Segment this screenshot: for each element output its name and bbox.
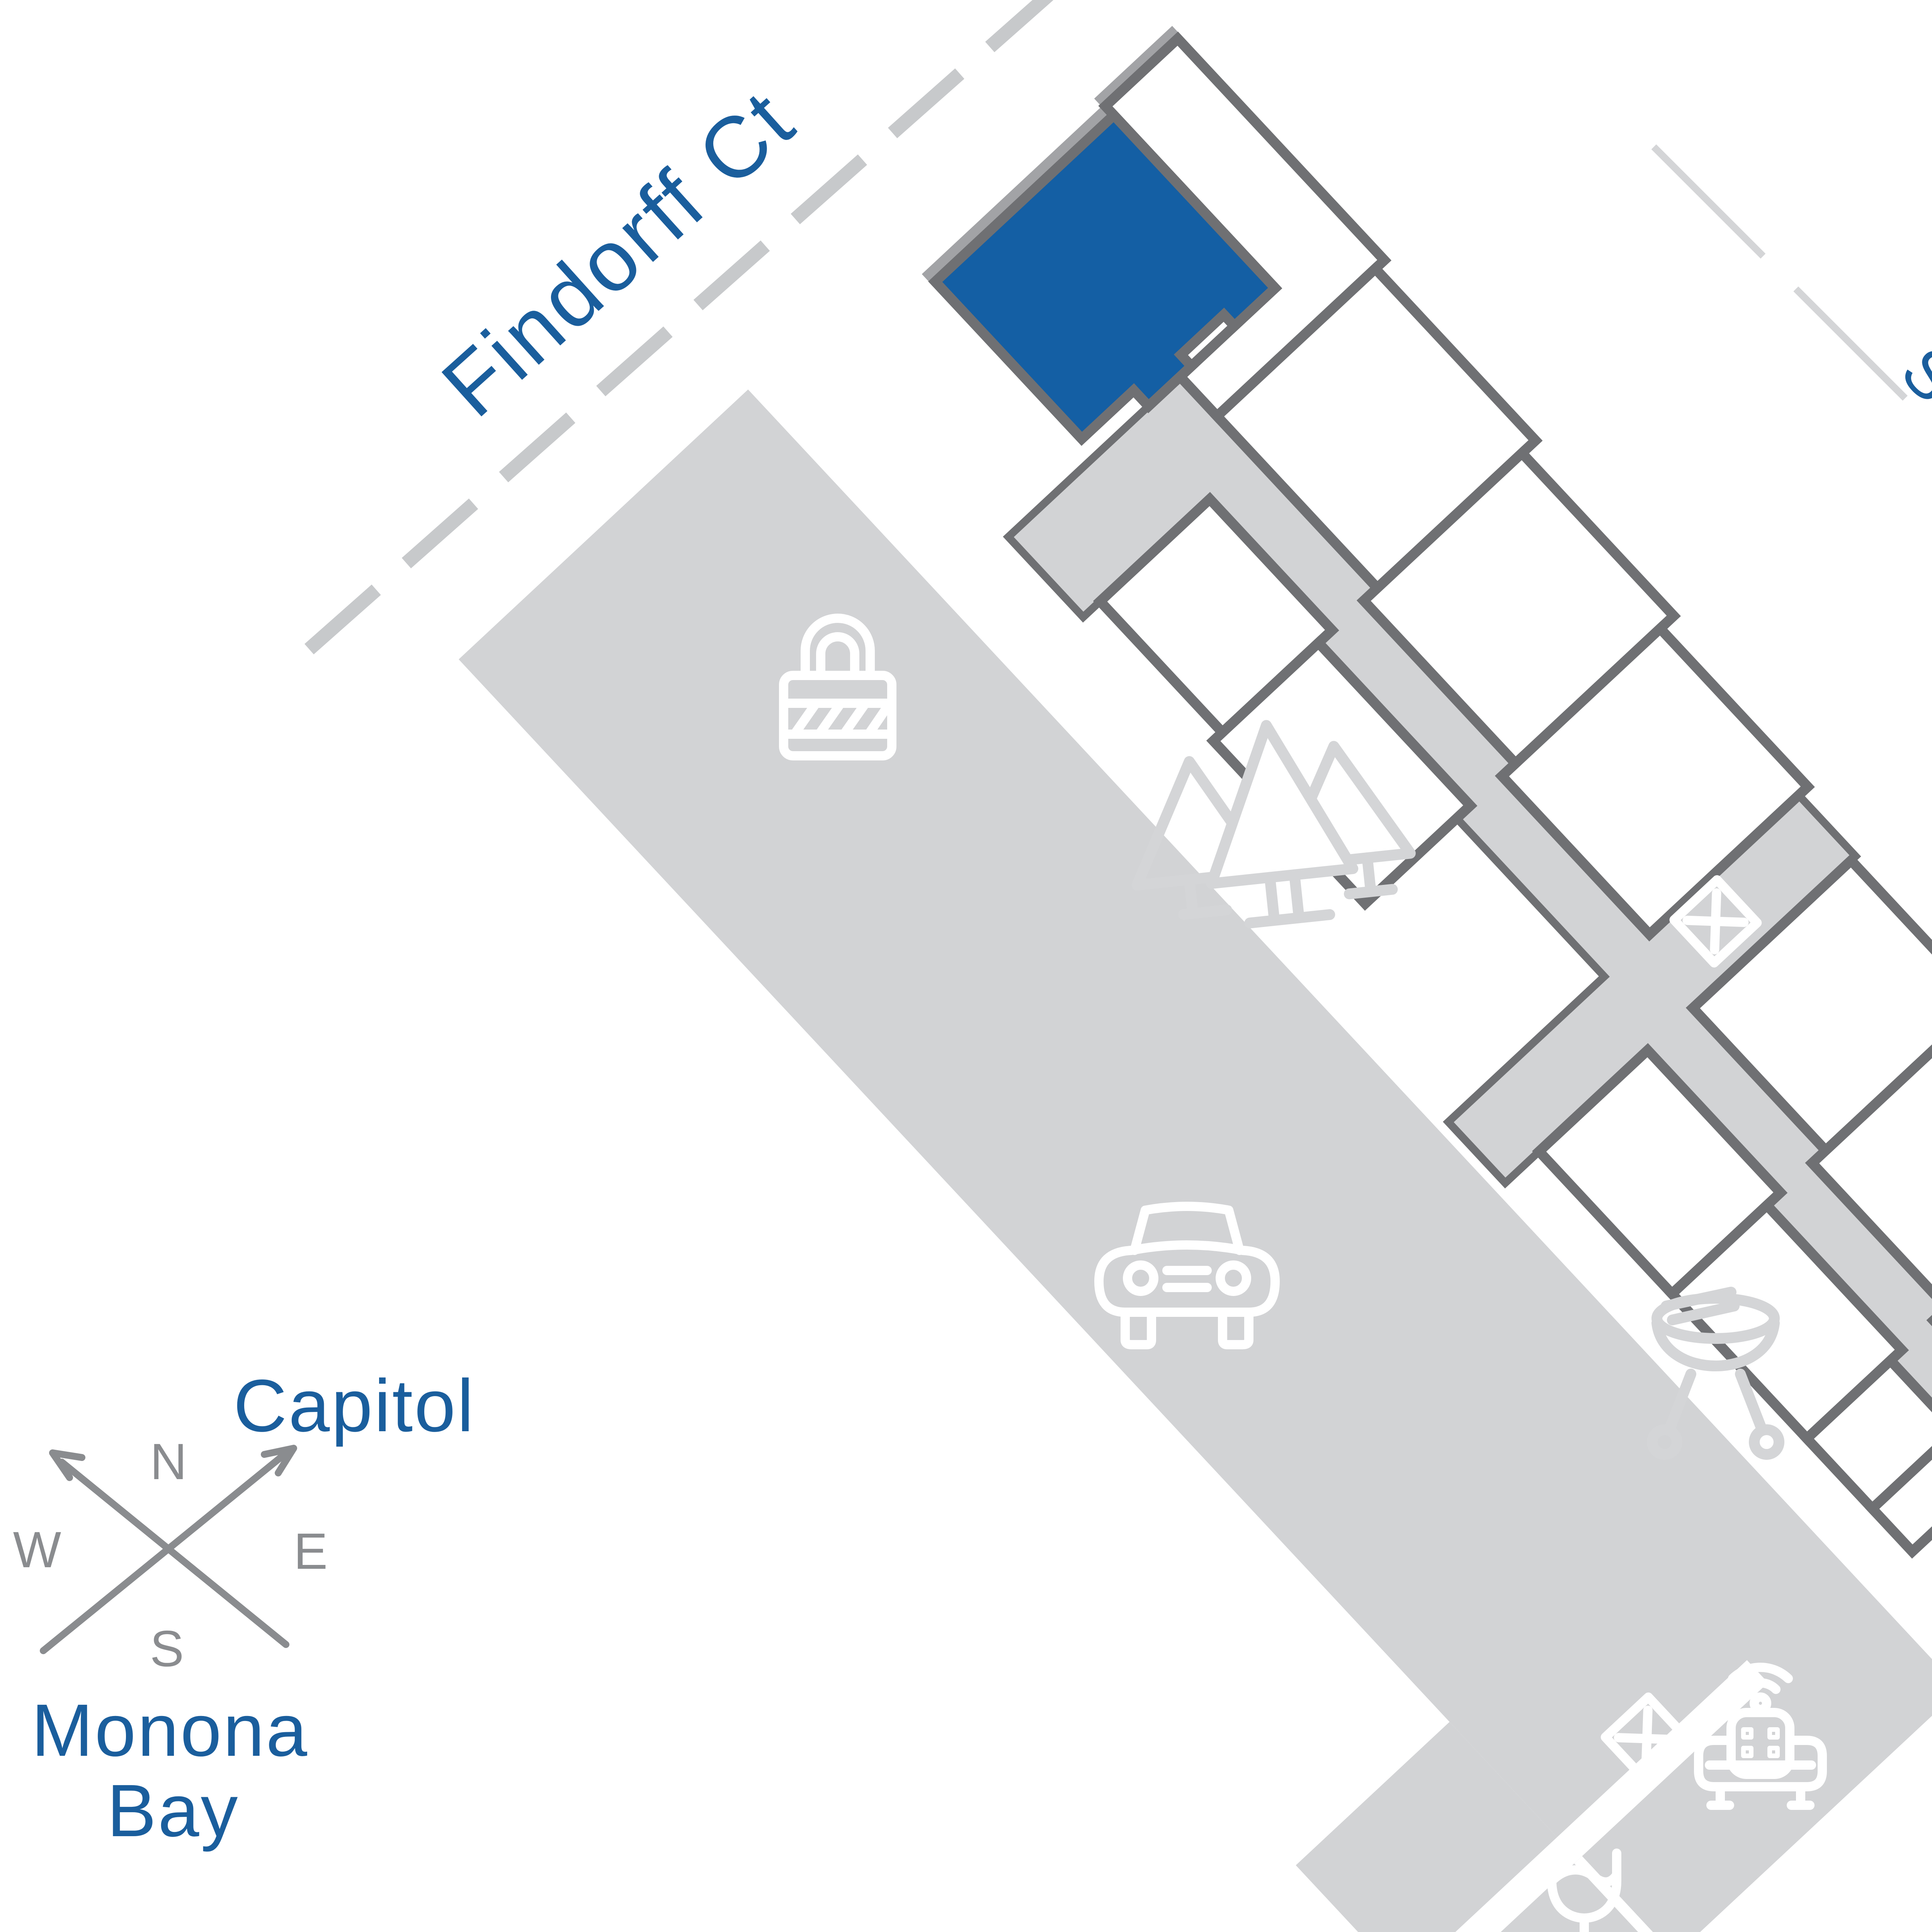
compass-ne-arrowhead	[261, 1445, 297, 1476]
trees-icon	[1131, 720, 1416, 929]
building	[922, 26, 1932, 1559]
unit-blue-highlighted[interactable]	[928, 108, 1282, 455]
capitol-label: Capitol	[233, 1364, 475, 1447]
monona-bay-line2: Bay	[107, 1769, 240, 1852]
monona-bay-line1: Monona	[31, 1689, 309, 1772]
stairs-x-icon	[1600, 1692, 1693, 1785]
monona-bay-label: Monona Bay	[31, 1689, 309, 1852]
compass-east-label: E	[294, 1523, 328, 1580]
compass-west-label: W	[13, 1521, 61, 1578]
unit	[1865, 1383, 1932, 1559]
grill-icon	[1647, 1287, 1784, 1460]
compass-south-label: S	[150, 1620, 184, 1677]
unit	[1495, 621, 1815, 942]
bike-path-label: SW Bike Path	[1888, 333, 1932, 701]
armchair-wifi-icon	[1694, 1663, 1827, 1810]
lock-icon	[779, 614, 896, 760]
street-findorff-dashes	[304, 0, 1054, 655]
street-lorillard-label: Lorillard Ct	[1927, 1531, 1932, 1912]
stairs-x-icon	[1669, 875, 1762, 968]
compass-north-label: N	[150, 1433, 187, 1490]
parking-strip	[459, 389, 1932, 1932]
end-wall-shadow	[922, 26, 1180, 282]
wine-glass-icon	[1547, 1849, 1621, 1932]
compass-icon: N W E S	[13, 1433, 328, 1677]
compass-nw-arrowhead	[49, 1449, 85, 1481]
unit	[1805, 1008, 1932, 1315]
parking-strip-body	[459, 389, 1932, 1932]
car-icon	[1094, 1202, 1280, 1349]
